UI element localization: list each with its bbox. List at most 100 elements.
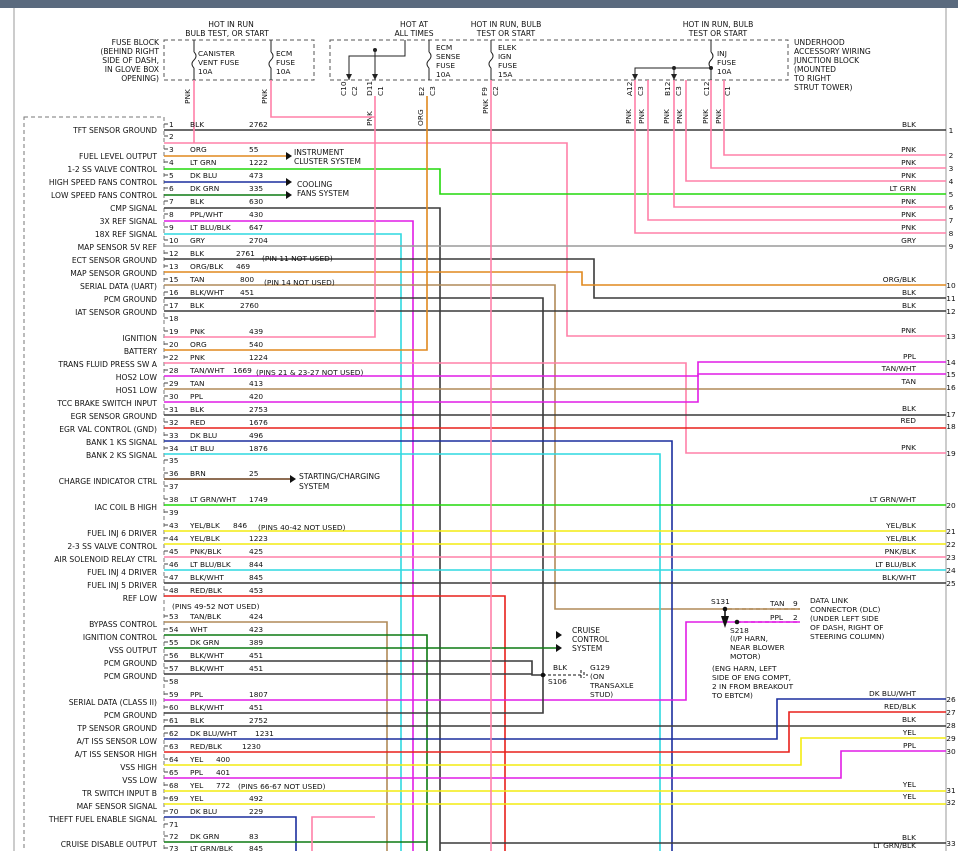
wire-color: ORG/BLK (190, 262, 223, 271)
circuit-number: 2704 (249, 236, 268, 245)
fuse-canister-label: CANISTER (198, 49, 235, 58)
splice-dots (540, 606, 740, 678)
right-wire-color: TAN/WHT (881, 364, 917, 373)
circuit-number: 2752 (249, 716, 268, 725)
junction-dots (373, 48, 713, 70)
hot-all-times-label: ALL TIMES (394, 29, 433, 38)
pin-number: 45 (169, 547, 179, 556)
fuse-canister-label: 10A (198, 67, 212, 76)
circuit-number: 413 (249, 379, 263, 388)
wire-pin28-tanwht (164, 361, 946, 377)
circuit-number: 2762 (249, 120, 268, 129)
pcm-function: VSS HIGH (120, 763, 157, 772)
pin-number: 54 (169, 625, 179, 634)
circuit-number: 25 (249, 469, 259, 478)
right-pin-number: 33 (946, 839, 956, 848)
wire-color: PPL/WHT (190, 210, 223, 219)
wire-color: YEL (189, 755, 204, 764)
pin-number: 62 (169, 729, 178, 738)
right-pin-number: 6 (949, 203, 954, 212)
wires (164, 80, 946, 851)
fuse-ecm-label: FUSE (276, 58, 295, 67)
circuit-number: 2753 (249, 405, 268, 414)
pin-number: 58 (169, 677, 179, 686)
note: (PINS 21 & 23-27 NOT USED) (256, 368, 363, 377)
right-pin-number: 1 (949, 126, 954, 135)
right-wire-color: BLK (902, 120, 916, 129)
wire-color: YEL (189, 794, 204, 803)
s218-label: S218 (730, 626, 749, 635)
s218-arrow (721, 616, 729, 628)
right-pin-number: 17 (946, 410, 956, 419)
pin-number: 36 (169, 469, 179, 478)
fuse-labels: CANISTER VENT FUSE 10A ECM FUSE 10A ECM … (198, 43, 736, 79)
eng-harn-label: TO EBTCM) (711, 691, 753, 700)
connector-label: C1 (376, 86, 385, 96)
connector-label: C2 (491, 86, 500, 96)
dlc-label: STEERING COLUMN) (810, 632, 885, 641)
pin-number: 70 (169, 807, 179, 816)
wire-bottom-pnk (311, 816, 375, 851)
dlc-ppl-label: PPL (770, 613, 784, 622)
fuse-ecm-sense-label: 10A (436, 70, 450, 79)
pcm-function: SERIAL DATA (UART) (80, 282, 157, 291)
circuit-number: 845 (249, 844, 263, 851)
right-wire-color: BLK (902, 288, 916, 297)
right-wire-color: PNK (901, 197, 916, 206)
pcm-function: PCM GROUND (104, 659, 157, 668)
dlc-pin9: 9 (793, 599, 798, 608)
pin-number: 12 (169, 249, 178, 258)
g129-label: (ON (590, 672, 604, 681)
wire-pin22-pnk (164, 362, 946, 454)
pcm-function: MAP SENSOR GROUND (70, 269, 157, 278)
right-pin-number: 12 (946, 307, 955, 316)
arrow-heads (346, 74, 677, 80)
notes: (PIN 11 NOT USED) (PIN 14 NOT USED) (PIN… (172, 254, 363, 791)
pin-number: 63 (169, 742, 179, 751)
right-pin-number: 23 (946, 553, 956, 562)
pin-number: 19 (169, 327, 179, 336)
wire-color: DK BLU (190, 171, 217, 180)
pcm-function: IGNITION CONTROL (83, 633, 158, 642)
right-wire-color: LT BLU/BLK (875, 560, 916, 569)
right-wire-color: LT GRN/WHT (870, 495, 917, 504)
arrow-cooling-fans-2 (286, 191, 292, 199)
wire-ecm-down (270, 80, 375, 118)
fuse-block-box (163, 39, 315, 81)
wire-color: RED/BLK (190, 586, 222, 595)
pin-number: 20 (169, 340, 179, 349)
pin-number: 44 (169, 534, 179, 543)
underhood-line: ACCESSORY WIRING (794, 47, 871, 56)
circuit-number: 420 (249, 392, 263, 401)
right-wire-color: LT GRN/BLK (873, 841, 916, 850)
wire-pin7-blk (164, 207, 441, 851)
circuit-number: 846 (233, 521, 247, 530)
hot-run-label: HOT IN RUN (208, 20, 254, 29)
wire-color: WHT (190, 625, 208, 634)
pin-number: 16 (169, 288, 179, 297)
pin-number: 22 (169, 353, 178, 362)
pcm-function: FUEL INJ 4 DRIVER (87, 568, 158, 577)
right-pin-number: 10 (946, 281, 956, 290)
dlc-label: OF DASH, RIGHT OF (810, 623, 884, 632)
circuit-number: 335 (249, 184, 263, 193)
wire-color: YEL (189, 781, 204, 790)
pin-number: 32 (169, 418, 178, 427)
wire-pin48-redblk (164, 595, 506, 851)
pin-number: 65 (169, 768, 179, 777)
wire-c1-pnk (723, 80, 946, 156)
right-pin-number: 27 (946, 708, 956, 717)
pcm-function: MAF SENSOR SIGNAL (77, 802, 158, 811)
vcolor: PNK (624, 109, 633, 124)
cruise-control-label: SYSTEM (572, 644, 602, 653)
right-wire-color: BLK (902, 301, 916, 310)
right-pin-number: 14 (946, 358, 956, 367)
underhood-block-box (329, 39, 789, 81)
connector-label: C2 (350, 86, 359, 96)
pcm-function: PCM GROUND (104, 672, 157, 681)
wire-color: BLK (190, 405, 204, 414)
note: (PIN 14 NOT USED) (264, 278, 335, 287)
pin-number: 72 (169, 832, 178, 841)
